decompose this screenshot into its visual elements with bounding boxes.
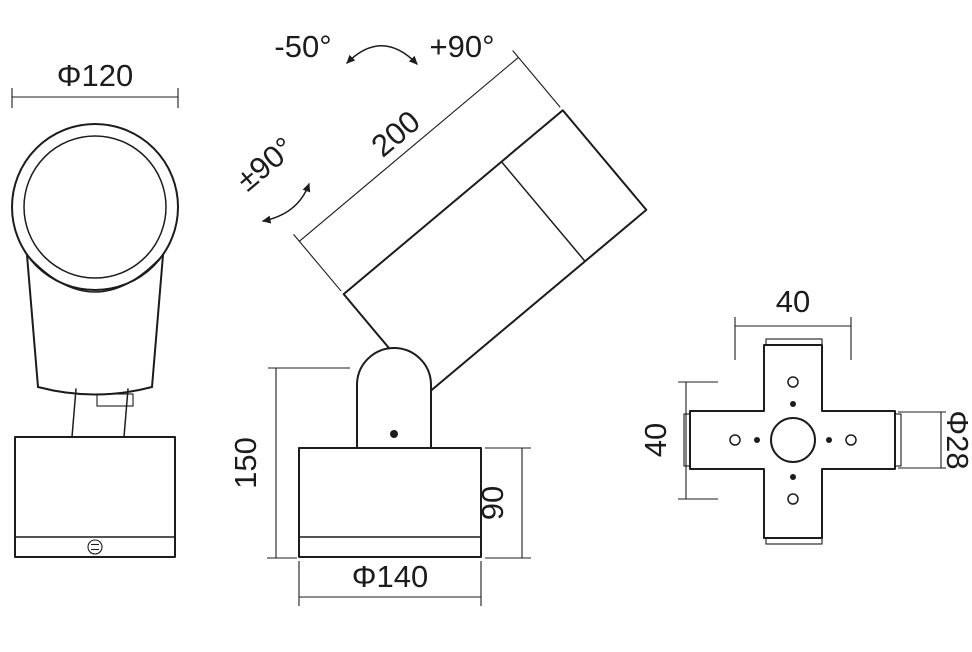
- mount-plate-outline: [689, 344, 896, 539]
- pilot-hole-bottom: [790, 474, 796, 480]
- base-height-dimension: 90: [475, 447, 531, 559]
- hole-spacing-top-dimension: 40: [734, 284, 852, 360]
- lamp-head-bezel-line: [500, 160, 586, 263]
- side-view: -50° +90° ±90° 200 150: [228, 29, 648, 606]
- pilot-hole-left: [754, 437, 760, 443]
- lamp-neck-right-edge: [123, 388, 129, 438]
- lamp-body-right-edge: [151, 254, 164, 388]
- head-assembly: 200: [293, 50, 648, 395]
- lamp-neck-clip: [96, 393, 134, 407]
- hole-spacing-top-label: 40: [776, 284, 810, 319]
- tilt-max-label: +90°: [430, 29, 495, 64]
- mount-tab-right: [894, 413, 902, 467]
- center-hole-dimension: Φ28: [898, 410, 972, 470]
- center-hole: [770, 417, 816, 463]
- mount-plate-view: 40 40 Φ28: [638, 284, 972, 545]
- insulation-symbol: [87, 539, 103, 555]
- front-diameter-dimension: Φ120: [11, 58, 179, 108]
- front-base-body: [14, 436, 176, 558]
- base-height-label: 90: [475, 486, 510, 520]
- base-diameter-dimension: Φ140: [298, 559, 482, 606]
- mounting-hole-top: [787, 376, 799, 388]
- mounting-hole-right: [845, 434, 857, 446]
- lamp-body-rim-arc: [26, 254, 164, 293]
- pilot-hole-top: [790, 401, 796, 407]
- yoke-screw: [390, 430, 398, 438]
- hole-spacing-left-label: 40: [638, 423, 673, 457]
- front-diameter-label: Φ120: [57, 58, 133, 93]
- lamp-body-bottom-arc: [37, 386, 153, 396]
- tilt-range-arrow: [346, 45, 418, 65]
- center-hole-label: Φ28: [940, 410, 972, 469]
- swivel-range-label: ±90°: [230, 130, 301, 198]
- tilt-min-label: -50°: [274, 29, 331, 64]
- overall-height-label: 150: [228, 437, 263, 489]
- front-view: Φ120: [11, 58, 179, 558]
- lamp-body-left-edge: [26, 254, 39, 388]
- yoke-bracket: [356, 347, 432, 453]
- head-length-label: 200: [365, 104, 427, 164]
- side-base-body: [298, 447, 482, 558]
- mount-tab-left: [683, 413, 691, 467]
- overall-height-dimension: 150: [228, 367, 350, 559]
- mounting-hole-bottom: [787, 493, 799, 505]
- pilot-hole-right: [826, 437, 832, 443]
- lamp-neck-left-edge: [71, 388, 77, 438]
- mounting-hole-left: [729, 434, 741, 446]
- lamp-head: [342, 109, 648, 395]
- mount-tab-top: [765, 338, 823, 346]
- swivel-range-arrow: [262, 183, 311, 224]
- lamp-face-outer-ring: [11, 123, 179, 291]
- lamp-face-inner-ring: [23, 135, 167, 279]
- base-diameter-label: Φ140: [352, 559, 428, 594]
- hole-spacing-left-dimension: 40: [638, 381, 718, 500]
- mount-tab-bottom: [765, 537, 823, 545]
